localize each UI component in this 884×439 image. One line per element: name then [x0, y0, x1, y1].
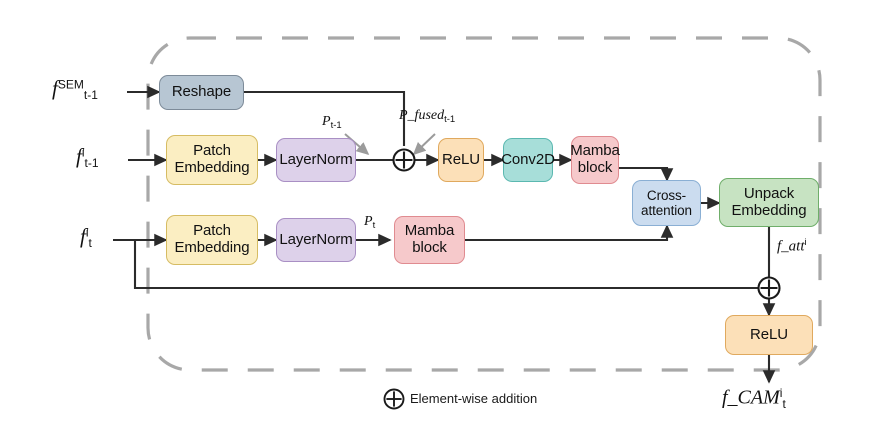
signal-p-prev-base: P [322, 114, 331, 129]
legend-label: Element-wise addition [410, 391, 538, 406]
output-label-f-cam: f_CAMit [722, 386, 786, 411]
block-relu-mid[interactable]: ReLU [438, 138, 484, 182]
block-patch-embedding-bottom[interactable]: Patch Embedding [166, 215, 258, 265]
signal-p-prev-sub: t-1 [330, 119, 342, 131]
input-f-prev-base: f [76, 144, 82, 168]
block-conv2d[interactable]: Conv2D [501, 138, 555, 182]
output-f-cam-sub: t [782, 396, 786, 411]
signal-label-p-fused-prev: P_fusedt-1 [399, 108, 455, 125]
input-f-sem-sub: t-1 [83, 88, 98, 103]
block-reshape-label: Reshape [171, 83, 232, 101]
input-f-prev-sup: i [81, 145, 85, 160]
block-cross-attention[interactable]: Cross- attention [632, 180, 701, 226]
block-unpack-embedding-label: Unpack Embedding [731, 184, 807, 219]
module-boundary [146, 36, 822, 372]
input-f-sem-base: f [52, 76, 58, 100]
connectors [113, 85, 776, 384]
signal-label-p-cur: Pt [364, 214, 375, 231]
block-patch-embedding-top-label: Patch Embedding [174, 142, 250, 176]
block-relu-mid-label: ReLU [442, 150, 480, 168]
block-relu-output[interactable]: ReLU [725, 315, 813, 355]
input-label-f-sem: fSEMt-1 [52, 76, 98, 102]
input-f-cur-sup: i [85, 225, 89, 240]
block-patch-embedding-bottom-label: Patch Embedding [174, 222, 250, 256]
signal-p-fused-base: P_fused [399, 108, 445, 123]
block-mamba-bottom[interactable]: Mamba block [394, 216, 465, 264]
input-label-f-cur: fit [80, 224, 92, 250]
input-label-f-prev: fit-1 [76, 144, 99, 170]
input-f-prev-sub: t-1 [84, 156, 99, 171]
block-reshape[interactable]: Reshape [159, 75, 244, 110]
addition-nodes [383, 148, 781, 410]
block-mamba-top-label: Mamba block [570, 142, 620, 176]
signal-f-att-base: f_att [777, 238, 805, 255]
output-f-cam-sup: i [779, 386, 783, 400]
signal-label-p-prev: Pt-1 [322, 114, 342, 131]
block-conv2d-label: Conv2D [501, 150, 555, 168]
block-patch-embedding-top[interactable]: Patch Embedding [166, 135, 258, 185]
input-f-sem-sup: SEM [57, 77, 84, 92]
block-relu-output-label: ReLU [750, 325, 788, 343]
signal-annotation-arrows [344, 133, 436, 156]
block-cross-attention-label: Cross- attention [641, 187, 692, 218]
signal-p-cur-sub: t [372, 219, 376, 231]
signal-label-f-att: f_atti [777, 237, 807, 256]
block-mamba-top[interactable]: Mamba block [570, 136, 620, 184]
block-unpack-embedding[interactable]: Unpack Embedding [719, 178, 819, 227]
block-layernorm-top[interactable]: LayerNorm [276, 138, 356, 182]
signal-p-fused-sub: t-1 [444, 113, 456, 125]
input-f-cur-sub: t [88, 236, 92, 251]
signal-f-att-sup: i [804, 237, 807, 248]
block-layernorm-top-label: LayerNorm [279, 150, 353, 168]
block-layernorm-bottom-label: LayerNorm [279, 230, 353, 248]
signal-p-cur-base: P [364, 214, 373, 229]
input-f-cur-base: f [80, 224, 86, 248]
block-mamba-bottom-label: Mamba block [404, 222, 455, 256]
block-layernorm-bottom[interactable]: LayerNorm [276, 218, 356, 262]
output-f-cam-base: f_CAM [722, 386, 780, 409]
